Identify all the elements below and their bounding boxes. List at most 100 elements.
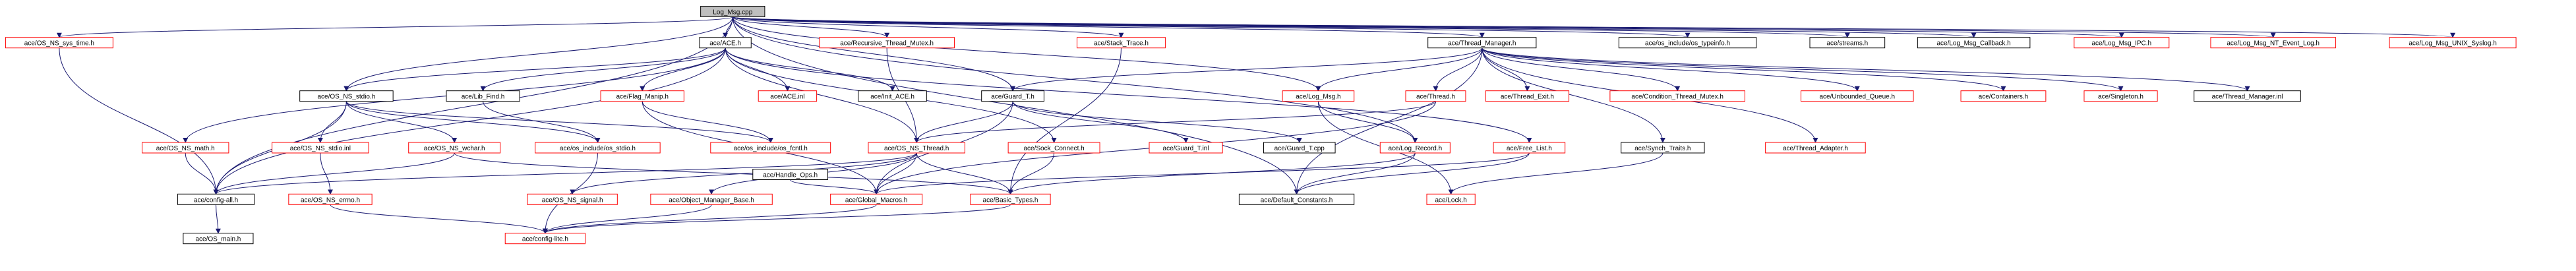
header-node[interactable]: ace/ACE.inl: [758, 90, 818, 102]
header-node[interactable]: ace/Recursive_Thread_Mutex.h: [819, 37, 955, 49]
header-node[interactable]: ace/ACE.h: [699, 37, 752, 49]
node-box: [1917, 37, 2031, 49]
header-node[interactable]: ace/Handle_Ops.h: [752, 169, 828, 180]
node-label: ace/OS_NS_Thread.h: [884, 145, 949, 152]
include-edge: [1294, 152, 1416, 195]
header-node[interactable]: ace/Guard_T.inl: [1149, 142, 1223, 154]
node-label: ace/Guard_T.cpp: [1274, 145, 1325, 152]
header-node[interactable]: ace/Log_Msg_NT_Event_Log.h: [2210, 37, 2336, 49]
header-node[interactable]: ace/Thread.h: [1405, 90, 1466, 102]
node-label: ace/Flag_Manip.h: [616, 94, 669, 101]
header-node[interactable]: ace/Stack_Trace.h: [1077, 37, 1166, 49]
include-edge: [1482, 47, 2006, 92]
header-node[interactable]: ace/Containers.h: [1960, 90, 2047, 102]
node-label: ace/Log_Msg_IPC.h: [2091, 40, 2151, 47]
header-node[interactable]: ace/Log_Msg_IPC.h: [2074, 37, 2170, 49]
node-box: [299, 90, 394, 102]
header-node[interactable]: ace/Sock_Connect.h: [1007, 142, 1100, 154]
header-node[interactable]: ace/Lib_Find.h: [446, 90, 520, 102]
include-edge: [725, 47, 895, 92]
header-node[interactable]: ace/OS_NS_stdio.h: [299, 90, 394, 102]
node-label: ace/Thread_Manager.inl: [2212, 94, 2283, 101]
header-node[interactable]: ace/os_include/os_stdio.h: [535, 142, 661, 154]
header-node[interactable]: ace/streams.h: [1809, 37, 1886, 49]
include-edge: [1482, 47, 1530, 92]
node-label: ace/Default_Constants.h: [1261, 196, 1333, 204]
node-box: [1621, 142, 1705, 154]
header-node[interactable]: ace/OS_NS_signal.h: [527, 193, 618, 205]
header-node[interactable]: ace/OS_NS_errno.h: [288, 193, 373, 205]
header-node[interactable]: ace/Log_Msg_UNIX_Syslog.h: [2389, 37, 2517, 49]
include-edge: [213, 152, 917, 195]
include-edge: [1007, 47, 1122, 195]
header-node[interactable]: ace/Init_ACE.h: [858, 90, 927, 102]
node-box: [535, 142, 661, 154]
include-edge: [542, 152, 598, 234]
header-node[interactable]: ace/Thread_Exit.h: [1485, 90, 1570, 102]
header-node[interactable]: ace/Guard_T.cpp: [1263, 142, 1336, 154]
include-edge: [790, 179, 880, 195]
header-node[interactable]: ace/Guard_T.h: [981, 90, 1044, 102]
header-node[interactable]: ace/Log_Msg_Callback.h: [1917, 37, 2031, 49]
header-node[interactable]: ace/Thread_Manager.h: [1427, 37, 1537, 49]
node-label: ace/Thread_Exit.h: [1501, 94, 1554, 101]
header-node[interactable]: ace/OS_NS_Thread.h: [868, 142, 965, 154]
header-node[interactable]: ace/Thread_Manager.inl: [2194, 90, 2301, 102]
node-label: ace/OS_NS_math.h: [156, 145, 215, 152]
node-label: ace/OS_NS_signal.h: [542, 196, 603, 204]
header-node[interactable]: ace/config-all.h: [177, 193, 255, 205]
header-node[interactable]: ace/Basic_Types.h: [970, 193, 1051, 205]
include-edge: [215, 204, 221, 234]
node-label: ace/OS_NS_stdio.h: [318, 94, 376, 101]
header-node[interactable]: ace/config-lite.h: [504, 233, 585, 245]
node-box: [970, 193, 1051, 205]
header-node[interactable]: ace/Singleton.h: [2083, 90, 2158, 102]
node-box: [2210, 37, 2336, 49]
node-label: ace/config-lite.h: [522, 236, 568, 243]
header-node[interactable]: ace/OS_NS_wchar.h: [408, 142, 501, 154]
node-box: [1007, 142, 1100, 154]
include-edge: [642, 101, 773, 143]
header-node[interactable]: ace/Object_Manager_Base.h: [650, 193, 773, 205]
node-label: ace/Singleton.h: [2098, 94, 2143, 101]
header-node[interactable]: ace/Unbounded_Queue.h: [1801, 90, 1914, 102]
header-node[interactable]: ace/Default_Constants.h: [1238, 193, 1355, 205]
header-node[interactable]: ace/OS_NS_math.h: [142, 142, 229, 154]
include-edge: [185, 152, 219, 195]
header-node[interactable]: ace/Log_Record.h: [1379, 142, 1451, 154]
header-node[interactable]: ace/Flag_Manip.h: [600, 90, 684, 102]
include-edge: [213, 16, 733, 195]
header-node[interactable]: ace/Free_List.h: [1493, 142, 1566, 154]
node-box: [600, 90, 684, 102]
header-node[interactable]: ace/Global_Macros.h: [830, 193, 923, 205]
include-edge: [1317, 101, 1418, 143]
header-node[interactable]: ace/Lock.h: [1426, 193, 1476, 205]
header-node[interactable]: ace/OS_NS_stdio.inl: [272, 142, 369, 154]
header-node[interactable]: ace/Condition_Thread_Mutex.h: [1609, 90, 1745, 102]
header-node[interactable]: ace/Synch_Traits.h: [1621, 142, 1705, 154]
header-node[interactable]: ace/os_include/os_typeinfo.h: [1618, 37, 1757, 49]
node-box: [1263, 142, 1336, 154]
header-node[interactable]: ace/OS_NS_sys_time.h: [5, 37, 113, 49]
node-label: ace/os_include/os_fcntl.h: [734, 145, 808, 152]
header-node[interactable]: ace/Thread_Adapter.h: [1765, 142, 1866, 154]
header-node[interactable]: ace/Log_Msg.h: [1282, 90, 1355, 102]
include-edge: [732, 16, 890, 38]
include-edge: [916, 152, 1013, 195]
node-label: ace/Object_Manager_Base.h: [669, 196, 754, 204]
node-label: ace/Log_Msg_Callback.h: [1936, 40, 2010, 47]
header-node[interactable]: ace/os_include/os_fcntl.h: [710, 142, 831, 154]
node-box: [1809, 37, 1886, 49]
include-edge: [330, 204, 548, 234]
include-edge: [874, 152, 917, 195]
node-box: [1426, 193, 1476, 205]
node-box: [183, 233, 254, 245]
node-box: [2074, 37, 2170, 49]
node-label: ace/Condition_Thread_Mutex.h: [1631, 94, 1723, 101]
node-label: ace/os_include/os_stdio.h: [560, 145, 636, 152]
node-label: ace/Stack_Trace.h: [1094, 40, 1149, 47]
node-box: [1485, 90, 1570, 102]
node-box: [650, 193, 773, 205]
node-box: [1801, 90, 1914, 102]
header-node[interactable]: ace/OS_main.h: [183, 233, 254, 245]
